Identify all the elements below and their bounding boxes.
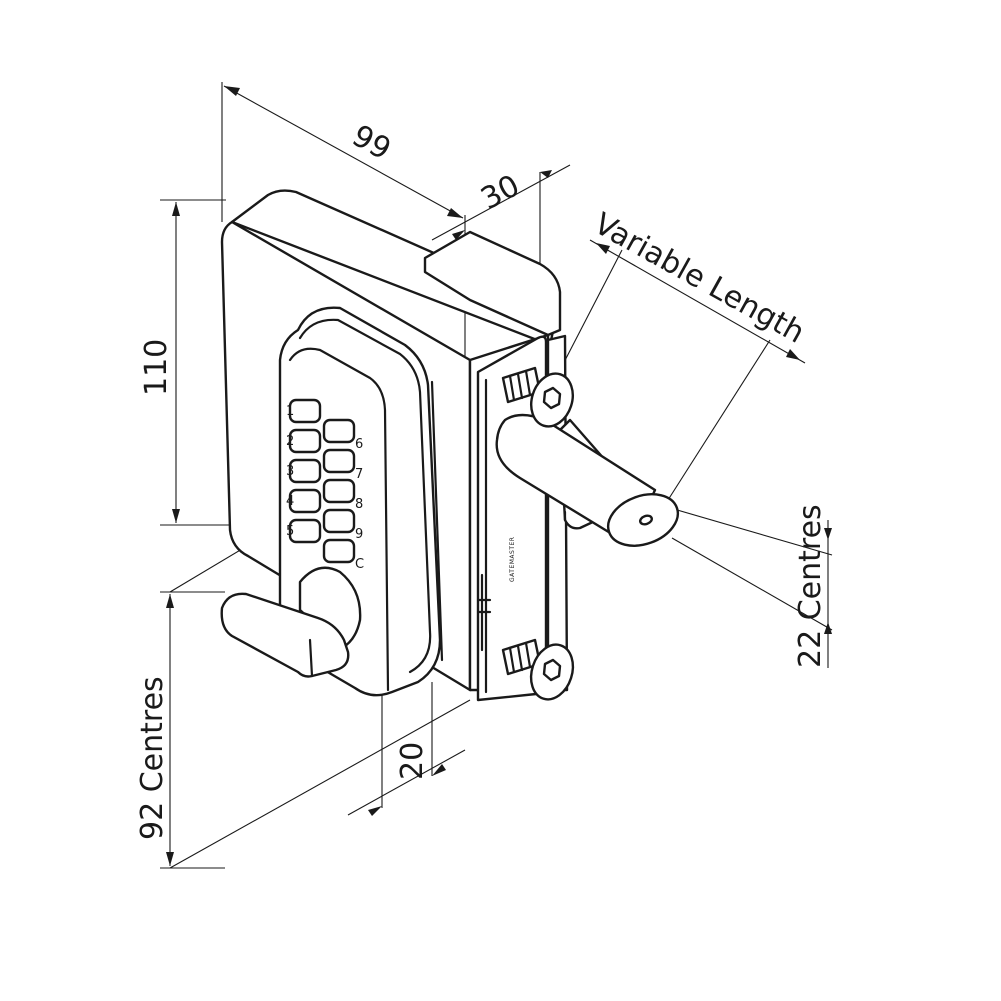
keypad-left-column: 1 2 3 4 5 <box>286 398 322 544</box>
key-label: C <box>355 557 364 572</box>
key-label: 2 <box>286 434 294 449</box>
keypad-right-column: 6 7 8 9 C <box>322 418 364 572</box>
dim-depth-label: 30 <box>475 168 525 217</box>
dim-height-label: 110 <box>139 339 174 396</box>
dim-fixing-centres-label: 92 Centres <box>135 676 170 840</box>
key-label: 6 <box>355 437 363 452</box>
bottom-fixing-screw <box>501 638 575 701</box>
key-label: 3 <box>286 464 294 479</box>
brand-label: GATEMASTER <box>509 537 516 582</box>
key-2[interactable]: 2 <box>286 428 322 454</box>
key-8[interactable]: 8 <box>322 478 363 512</box>
key-9[interactable]: 9 <box>322 508 363 542</box>
dim-bolt-centres-label: 22 Centres <box>793 504 828 668</box>
key-3[interactable]: 3 <box>286 458 322 484</box>
thumb-turn-handle[interactable] <box>220 566 362 678</box>
key-label: 4 <box>286 494 294 509</box>
dim-width-label: 99 <box>346 118 396 167</box>
latch-bolt <box>495 413 680 547</box>
top-fixing-screw <box>501 366 574 428</box>
key-label: 8 <box>355 497 363 512</box>
dim-front-offset-label: 20 <box>395 742 430 780</box>
key-label: 5 <box>286 524 294 539</box>
key-6[interactable]: 6 <box>322 418 363 452</box>
key-label: 7 <box>355 467 363 482</box>
dimension-arrows <box>166 86 832 866</box>
key-c[interactable]: C <box>322 538 364 572</box>
key-label: 9 <box>355 527 363 542</box>
key-1[interactable]: 1 <box>286 398 322 424</box>
dim-bolt-length-label: Variable Length <box>588 206 810 350</box>
key-label: 1 <box>286 404 294 419</box>
key-4[interactable]: 4 <box>286 488 322 514</box>
key-5[interactable]: 5 <box>286 518 322 544</box>
key-7[interactable]: 7 <box>322 448 363 482</box>
